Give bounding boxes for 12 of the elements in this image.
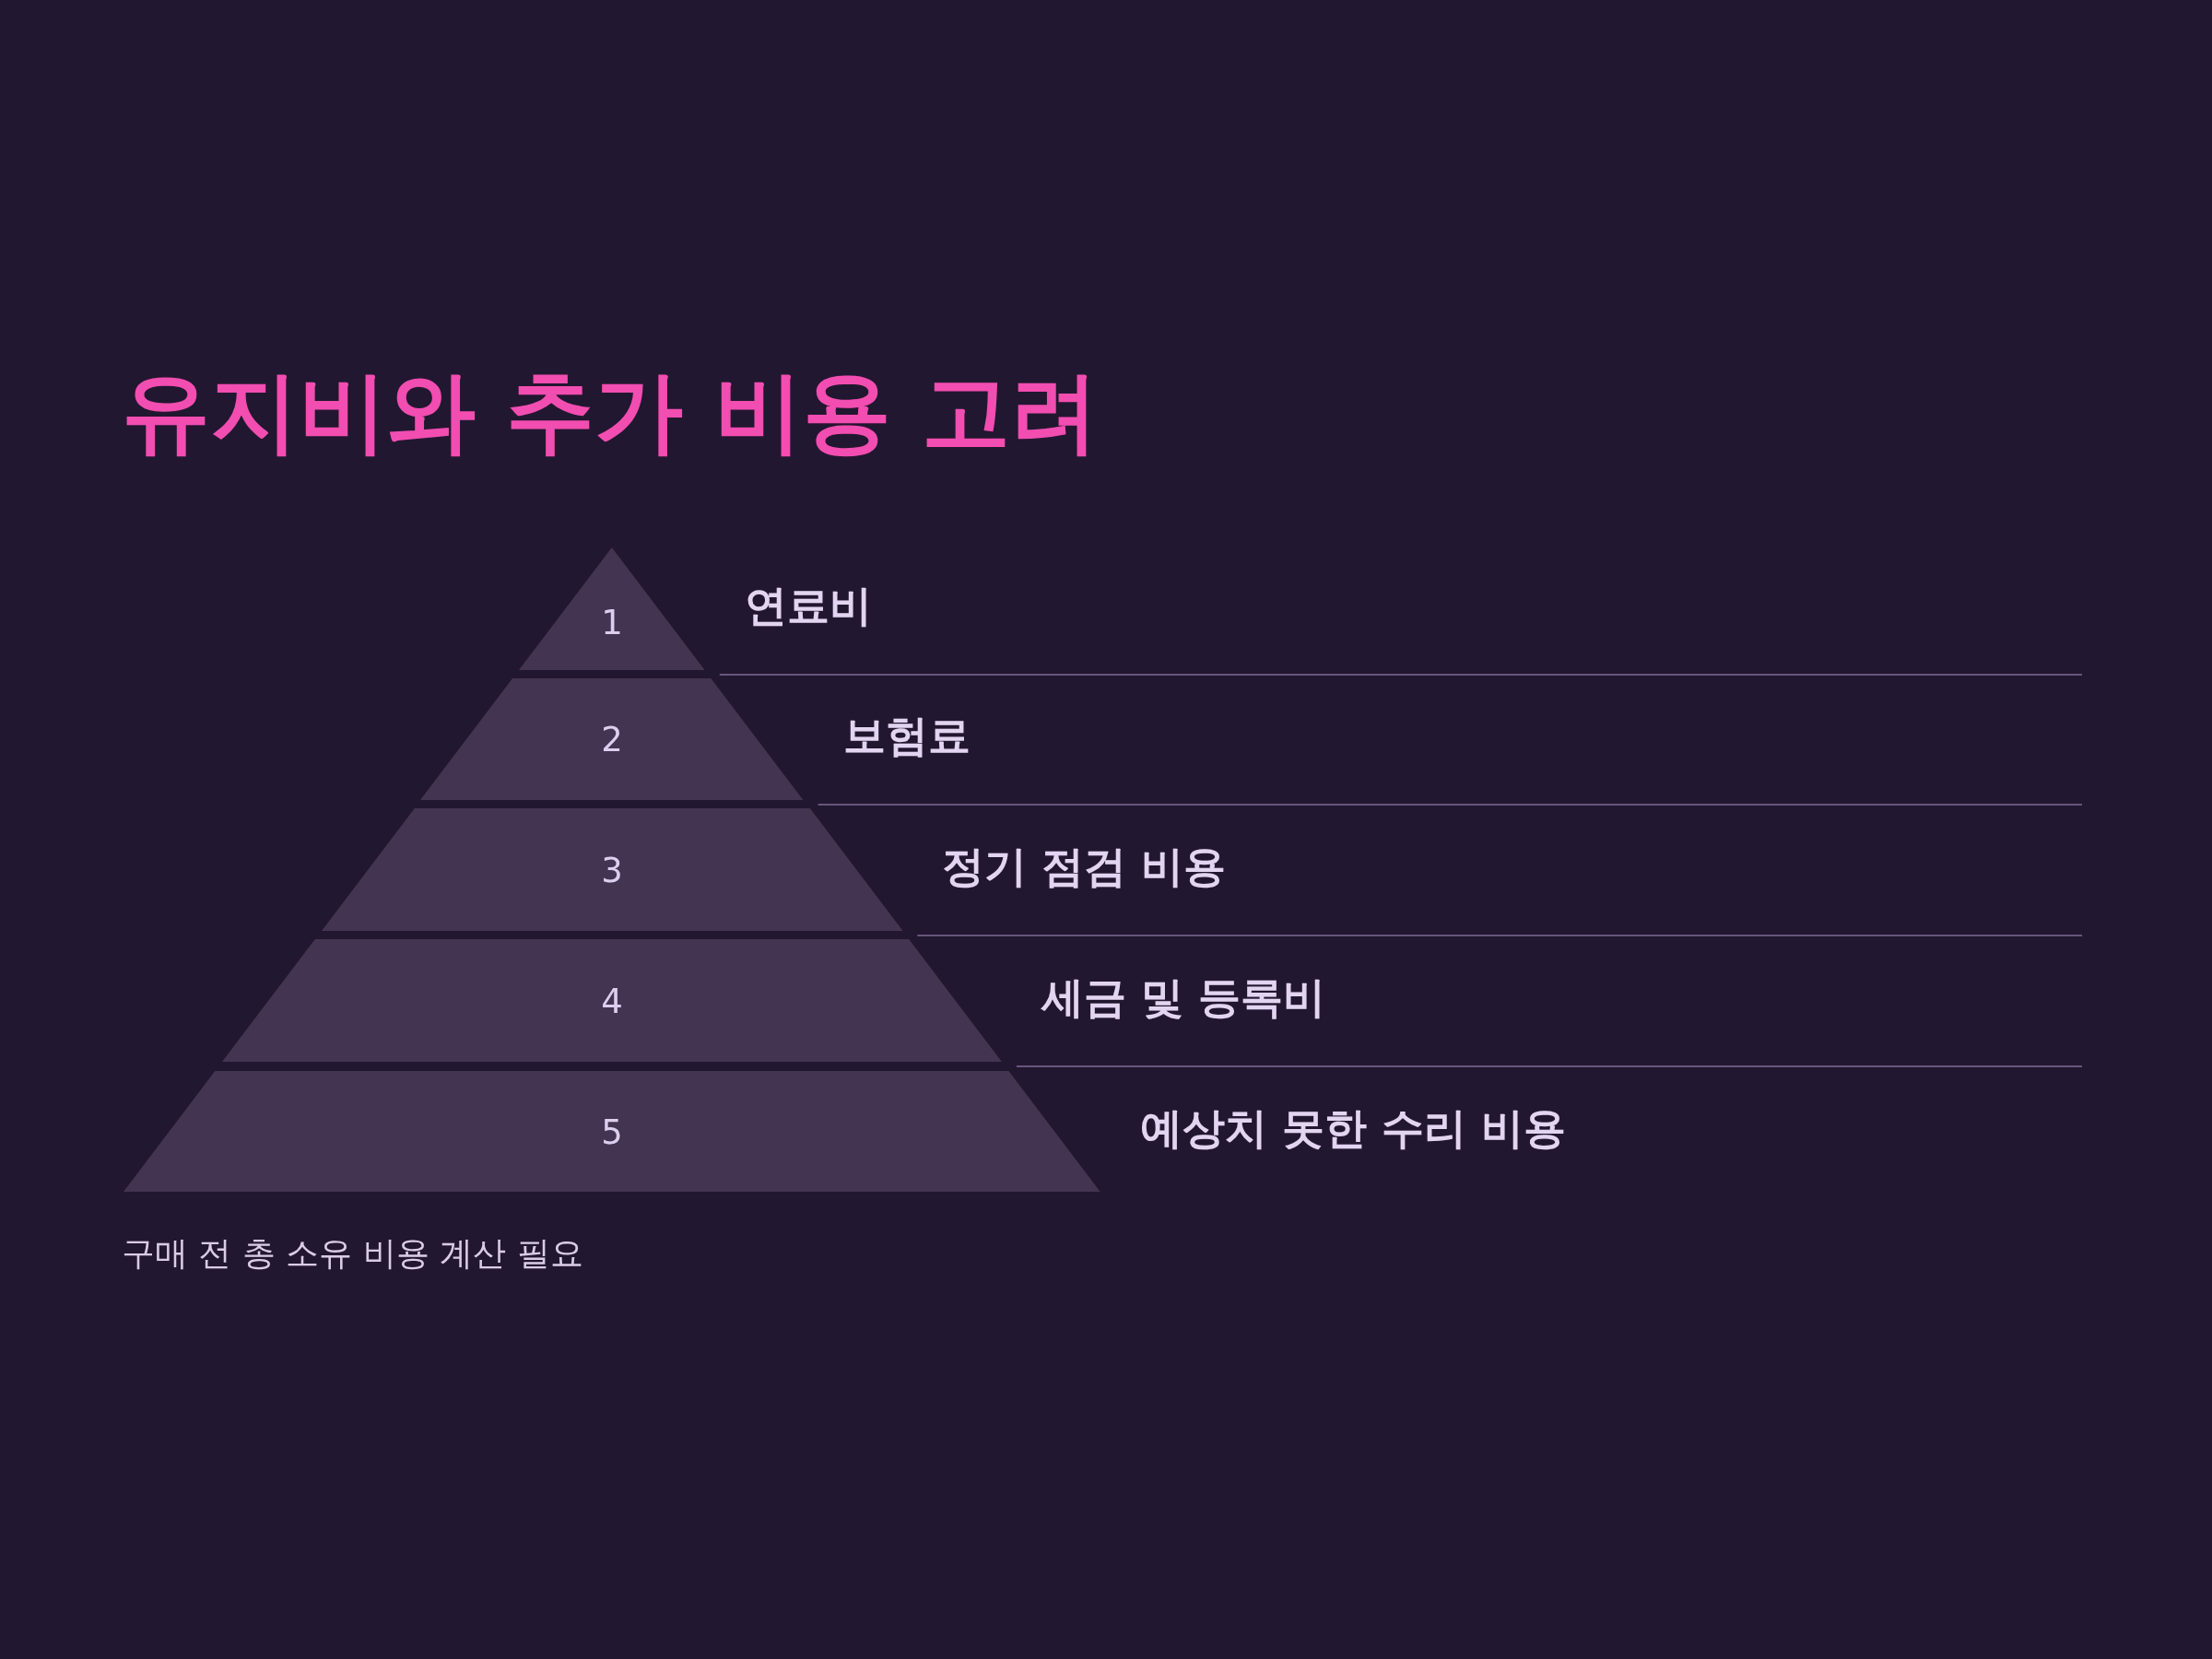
tier-number: 2 (601, 721, 623, 759)
tier-label: 연료비 (744, 580, 872, 632)
tier-label: 보험료 (842, 711, 971, 762)
caption: 구매 전 총 소유 비용 계산 필요 (122, 1233, 583, 1274)
tier-label: 세금 및 등록비 (1041, 971, 1325, 1024)
tier-number: 4 (601, 982, 623, 1021)
tier-label: 예상치 못한 수리 비용 (1139, 1102, 1566, 1155)
tier-number: 5 (601, 1113, 623, 1152)
tier-number: 1 (601, 604, 623, 642)
tier-label: 정기 점검 비용 (942, 841, 1227, 893)
tier-number: 3 (601, 852, 623, 890)
title: 유지비와 추가 비용 고려 (122, 359, 1100, 465)
